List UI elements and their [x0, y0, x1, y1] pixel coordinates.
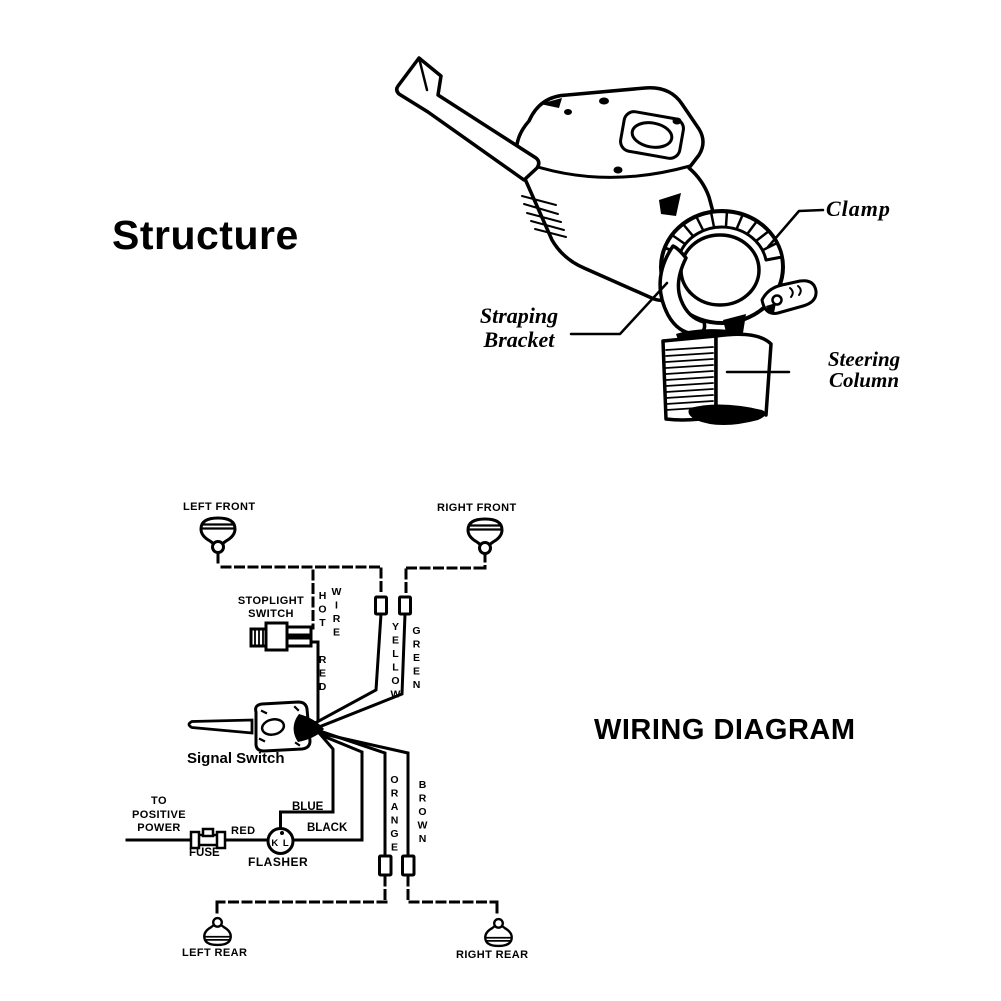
switch-lever — [394, 56, 541, 182]
stoplight-switch-symbol — [249, 621, 313, 652]
yellow-label: YELLOW — [389, 621, 402, 702]
wire-junction-blob — [293, 714, 324, 742]
stoplight-line2: SWITCH — [248, 608, 294, 620]
wire-connectors — [374, 595, 416, 877]
fuse-label: FUSE — [189, 847, 220, 859]
yellow-wire — [314, 612, 383, 725]
left-front-lamp-icon — [199, 516, 237, 554]
clamp-strap-hatch — [670, 209, 779, 252]
stoplight-switch-label: STOPLIGHT SWITCH — [235, 595, 307, 621]
stoplight-line1: STOPLIGHT — [237, 595, 305, 607]
left-rear-label: LEFT REAR — [182, 947, 248, 959]
red-vertical-label: RED — [316, 654, 329, 695]
green-wire — [317, 612, 407, 729]
black-wire — [291, 734, 364, 842]
steering-column-label: Steering Column — [812, 349, 916, 390]
left-front-label: LEFT FRONT — [183, 501, 256, 513]
blue-wire — [279, 731, 335, 830]
straping-bracket-line2: Bracket — [483, 326, 555, 352]
green-connector — [398, 595, 412, 616]
power-line3: POWER — [137, 822, 181, 834]
power-source-label: TO POSITIVE POWER — [125, 795, 193, 836]
straping-bracket-shape — [658, 244, 707, 336]
right-front-label: RIGHT FRONT — [437, 502, 517, 514]
wires-dashed — [215, 551, 499, 919]
flasher-symbol — [266, 827, 295, 855]
orange-connector — [378, 854, 393, 877]
callout-leaders — [569, 208, 825, 374]
brown-label: BROWN — [416, 779, 429, 847]
power-line1: TO — [151, 795, 167, 807]
signal-switch-lever — [187, 718, 254, 735]
right-rear-label: RIGHT REAR — [456, 949, 529, 961]
right-rear-lamp-icon — [484, 917, 513, 948]
orange-label: ORANGE — [388, 774, 401, 855]
steering-column-line1: Steering — [827, 347, 901, 371]
flasher-terminals-label: K L — [271, 838, 290, 849]
brown-wire — [317, 731, 410, 858]
left-rear-lamp-icon — [203, 916, 232, 947]
steering-column-sketch — [661, 329, 773, 425]
turn-signal-switch-sketch — [394, 56, 825, 425]
clamp-ring-inner — [679, 233, 761, 307]
fuse-symbol — [189, 827, 227, 850]
structure-title: Structure — [112, 212, 299, 258]
green-label: GREEN — [410, 625, 423, 693]
clamp-leader — [766, 208, 825, 249]
red-wire — [309, 640, 320, 721]
flasher-label: FLASHER — [248, 855, 309, 869]
straping-bracket-leader — [569, 281, 669, 336]
body-hatching — [521, 195, 567, 238]
red-wire-label: RED — [231, 825, 256, 837]
right-front-lamp-icon — [466, 517, 504, 555]
yellow-connector — [374, 595, 388, 616]
blue-wire-label: BLUE — [292, 801, 324, 813]
signal-switch-symbol — [187, 700, 324, 753]
power-line2: POSITIVE — [132, 808, 186, 821]
straping-bracket-line1: Straping — [479, 303, 559, 328]
wiring-diagram-title: WIRING DIAGRAM — [594, 714, 856, 746]
hot-label: HOT — [316, 590, 329, 631]
steering-column-line2: Column — [828, 367, 900, 392]
brown-connector — [401, 854, 416, 877]
black-wire-label: BLACK — [307, 822, 348, 834]
straping-bracket-label: Straping Bracket — [466, 304, 572, 351]
clamp-label: Clamp — [826, 196, 891, 221]
wires-solid — [125, 612, 410, 858]
signal-switch-label: Signal Switch — [187, 750, 285, 767]
wire-label: WIRE — [330, 586, 343, 640]
wiring-diagram — [125, 516, 513, 948]
